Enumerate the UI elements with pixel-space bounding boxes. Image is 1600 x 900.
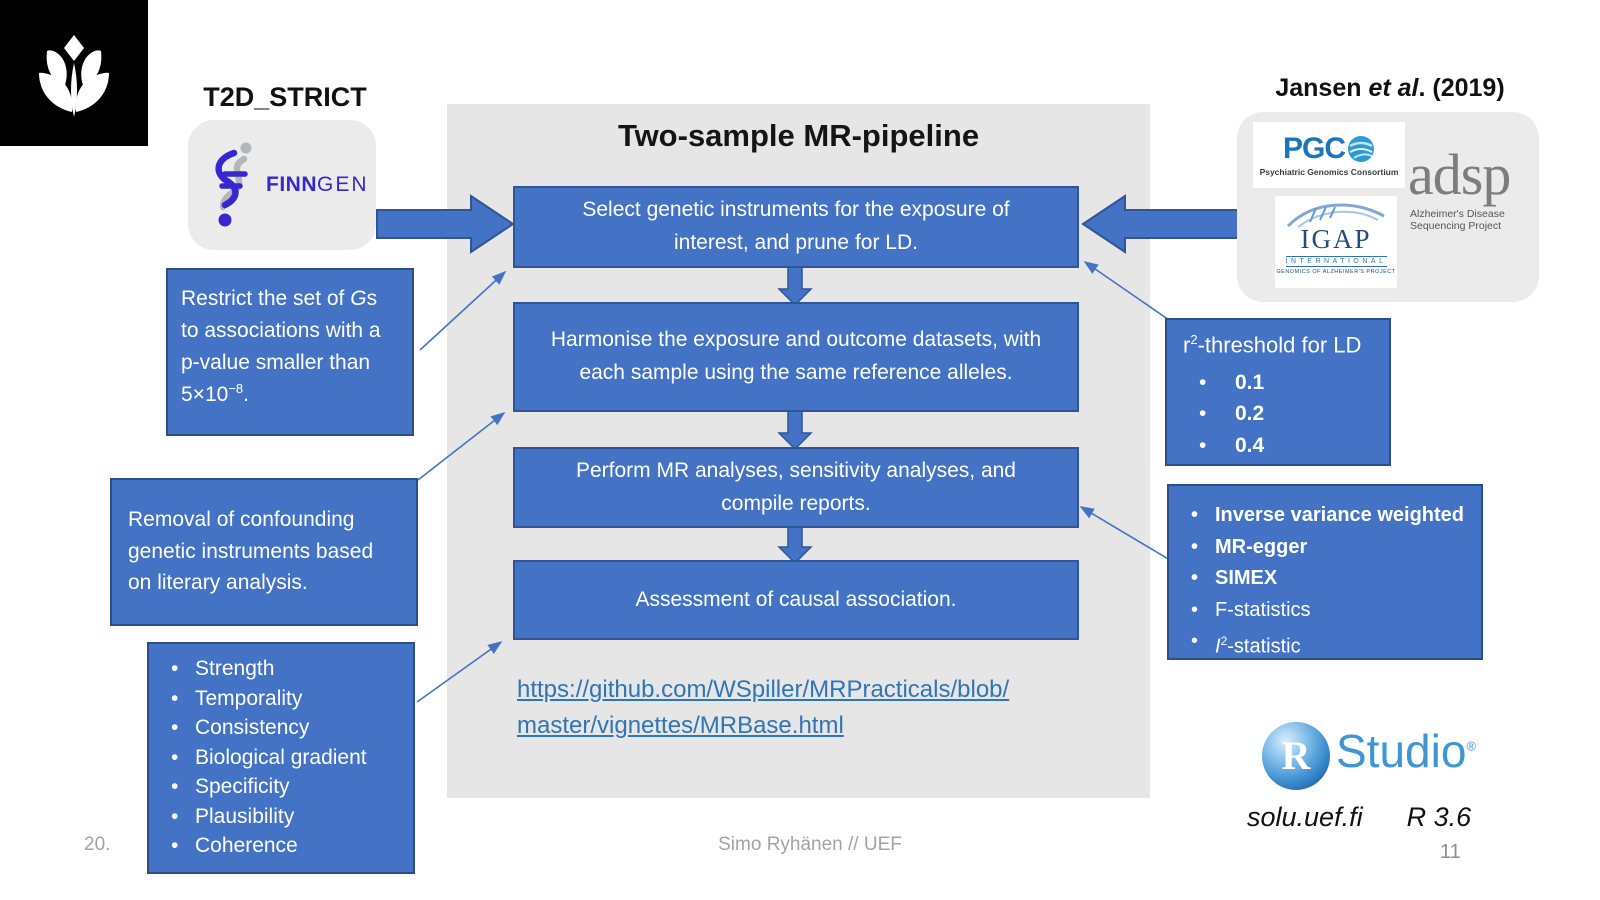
footer-date: 20. [84,834,111,855]
pipeline-title: Two-sample MR-pipeline [617,118,980,153]
footer-author: Simo Ryhänen // UEF [718,834,902,855]
slide-number: 11 [1440,841,1461,863]
bradford-hill-item: Coherence [149,831,413,861]
mr-method-item-i2: I2-statistic [1181,626,1481,663]
bradford-hill-item: Plausibility [149,802,413,832]
pgc-logo: PGC Psychiatric Genomics Consortium [1253,122,1405,188]
flow-arrow-down-1 [777,264,813,306]
ld-threshold-title: r2-threshold for LD [1183,332,1362,358]
step-harmonise-datasets: Harmonise the exposure and outcome datas… [513,302,1079,412]
rstudio-wordmark: Studio® [1336,725,1477,777]
bradford-hill-item: Temporality [149,684,413,714]
bradford-hill-item: Strength [149,654,413,684]
r-version: R 3.6 [1406,802,1472,832]
callout-confounder-removal: Removal of confounding genetic instrumen… [110,478,418,626]
bradford-hill-item: Specificity [149,772,413,802]
jansen-input-arrow [1081,194,1240,254]
dna-helix-icon [215,142,252,227]
ld-threshold-value: 0.4 [1183,430,1389,462]
mr-method-item: F-statistics [1181,595,1481,627]
jansen-citation: Jansen et al. (2019) [1275,74,1505,102]
mr-method-item: SIMEX [1181,563,1481,595]
callout-ld-threshold: r2-threshold for LD 0.1 0.2 0.4 [1165,318,1391,466]
uef-leaf-icon [39,35,109,117]
mr-method-item: Inverse variance weighted [1181,500,1481,532]
step-perform-mr-analyses: Perform MR analyses, sensitivity analyse… [513,447,1079,528]
ld-threshold-value: 0.1 [1183,367,1389,399]
rstudio-sphere-icon: R [1262,722,1330,790]
step-select-instruments: Select genetic instruments for the expos… [513,186,1079,268]
pgc-globe-icon [1348,135,1374,162]
finngen-wordmark: FINNGEN [266,173,369,196]
igap-logo: IGAP INTERNATIONAL GENOMICS OF ALZHEIMER… [1275,196,1397,288]
callout-pvalue-restriction: Restrict the set of Gs to associations w… [166,268,414,436]
finngen-input-arrow [376,194,515,254]
mr-method-item: MR-egger [1181,532,1481,564]
callout-bradford-hill-criteria: Strength Temporality Consistency Biologi… [147,642,415,874]
bradford-hill-item: Biological gradient [149,743,413,773]
flow-arrow-down-3 [777,522,813,564]
flow-arrow-down-2 [777,408,813,450]
callout-mr-methods: Inverse variance weighted MR-egger SIMEX… [1167,484,1483,660]
solu-host: solu.uef.fi [1247,802,1363,832]
t2d-strict-label: T2D_STRICT [203,82,367,112]
ld-threshold-value: 0.2 [1183,398,1389,430]
uef-logo [0,0,148,146]
github-link[interactable]: https://github.com/WSpiller/MRPracticals… [517,676,1010,739]
environment-label: solu.uef.fi R 3.6 [1247,802,1471,833]
igap-wave-icon [1286,203,1385,228]
step-assess-causal-association: Assessment of causal association. [513,560,1079,640]
finngen-logo: FINNGEN [188,120,376,250]
bradford-hill-item: Consistency [149,713,413,743]
